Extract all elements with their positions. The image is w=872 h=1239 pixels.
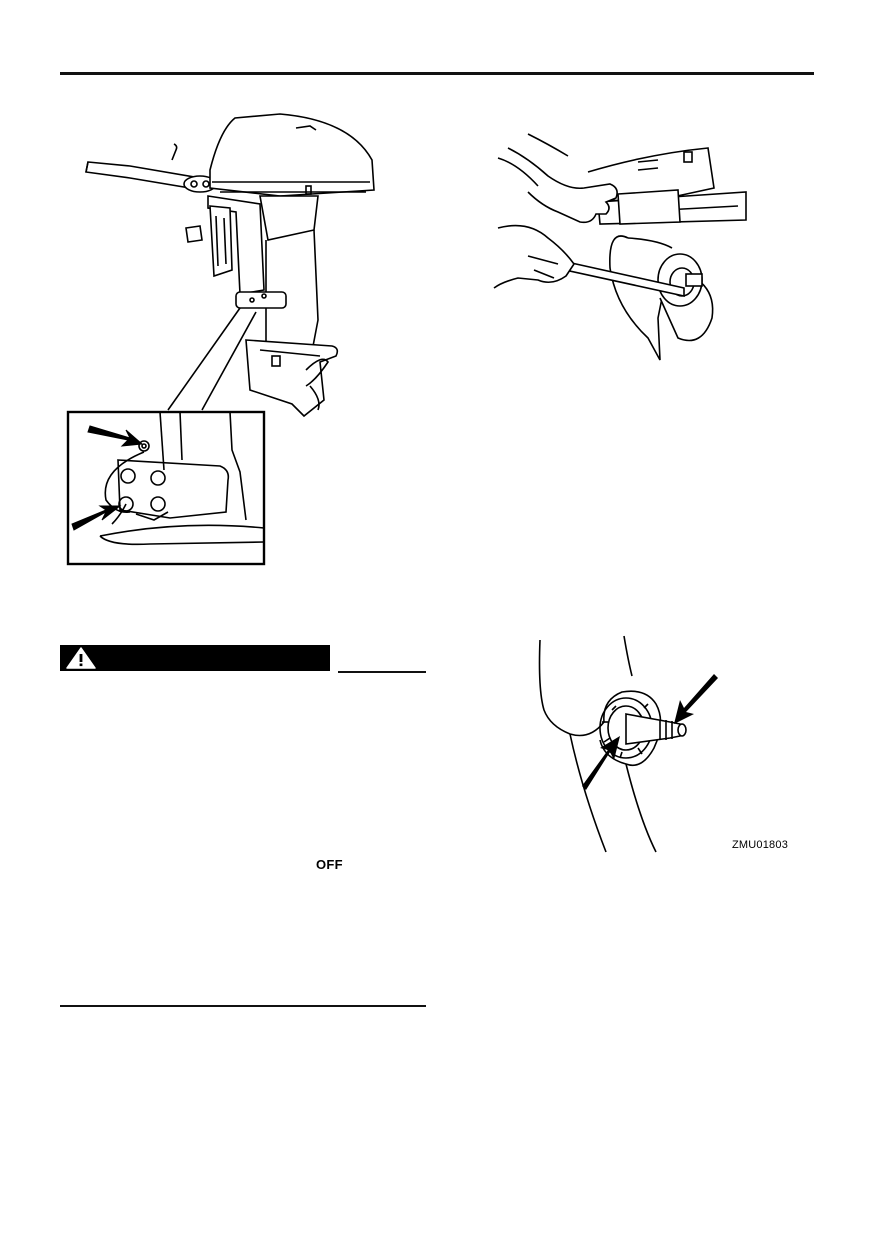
warning-triangle-icon (66, 647, 96, 669)
propeller-nut-removal-illustration (493, 133, 747, 361)
warning-banner (60, 645, 330, 671)
switch-state-label: OFF (316, 857, 343, 872)
header-rule (60, 72, 814, 75)
propeller-shaft-illustration (538, 635, 718, 853)
figure-code: ZMU01803 (732, 839, 789, 851)
warning-footer-rule (60, 1005, 426, 1007)
warning-header-rule (338, 671, 426, 673)
outboard-motor-anode-illustration (66, 113, 375, 566)
